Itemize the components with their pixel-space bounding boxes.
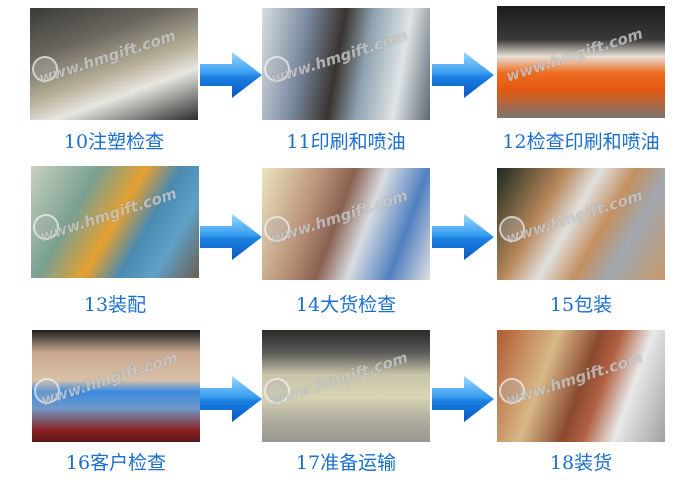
watermark-logo-icon: [264, 216, 290, 242]
step-label-17: 17准备运输: [295, 452, 397, 474]
photo-step-18: www.hmgift.com: [497, 330, 665, 442]
step-label-12: 12检查印刷和喷油: [502, 131, 660, 153]
watermark-logo-icon: [499, 378, 525, 404]
step-label-15: 15包装: [549, 294, 613, 316]
watermark-logo-icon: [32, 56, 58, 82]
photo-step-13: www.hmgift.com: [31, 166, 199, 278]
arrow-right-icon: [432, 376, 494, 422]
step-label-16: 16客户检查: [65, 452, 167, 474]
arrow-right-icon: [200, 376, 262, 422]
arrow-right-icon: [432, 214, 494, 260]
photo-step-14: www.hmgift.com: [262, 168, 430, 280]
arrow-right-icon: [432, 52, 494, 98]
photo-step-12: www.hmgift.com: [497, 6, 665, 118]
photo-step-17: www.hmgift.com: [262, 330, 430, 442]
photo-step-16: www.hmgift.com: [32, 330, 200, 442]
photo-step-15: www.hmgift.com: [497, 168, 665, 280]
step-label-18: 18装货: [549, 452, 613, 474]
watermark-logo-icon: [264, 378, 290, 404]
photo-step-10: www.hmgift.com: [30, 8, 198, 120]
watermark-logo-icon: [33, 214, 59, 240]
step-label-14: 14大货检查: [295, 294, 397, 316]
watermark-logo-icon: [34, 378, 60, 404]
step-label-11: 11印刷和喷油: [286, 131, 406, 153]
step-label-10: 10注塑检查: [63, 131, 165, 153]
watermark-logo-icon: [499, 216, 525, 242]
arrow-right-icon: [200, 214, 262, 260]
step-label-13: 13装配: [83, 294, 147, 316]
arrow-right-icon: [200, 52, 262, 98]
watermark-logo-icon: [264, 56, 290, 82]
photo-step-11: www.hmgift.com: [262, 8, 430, 120]
